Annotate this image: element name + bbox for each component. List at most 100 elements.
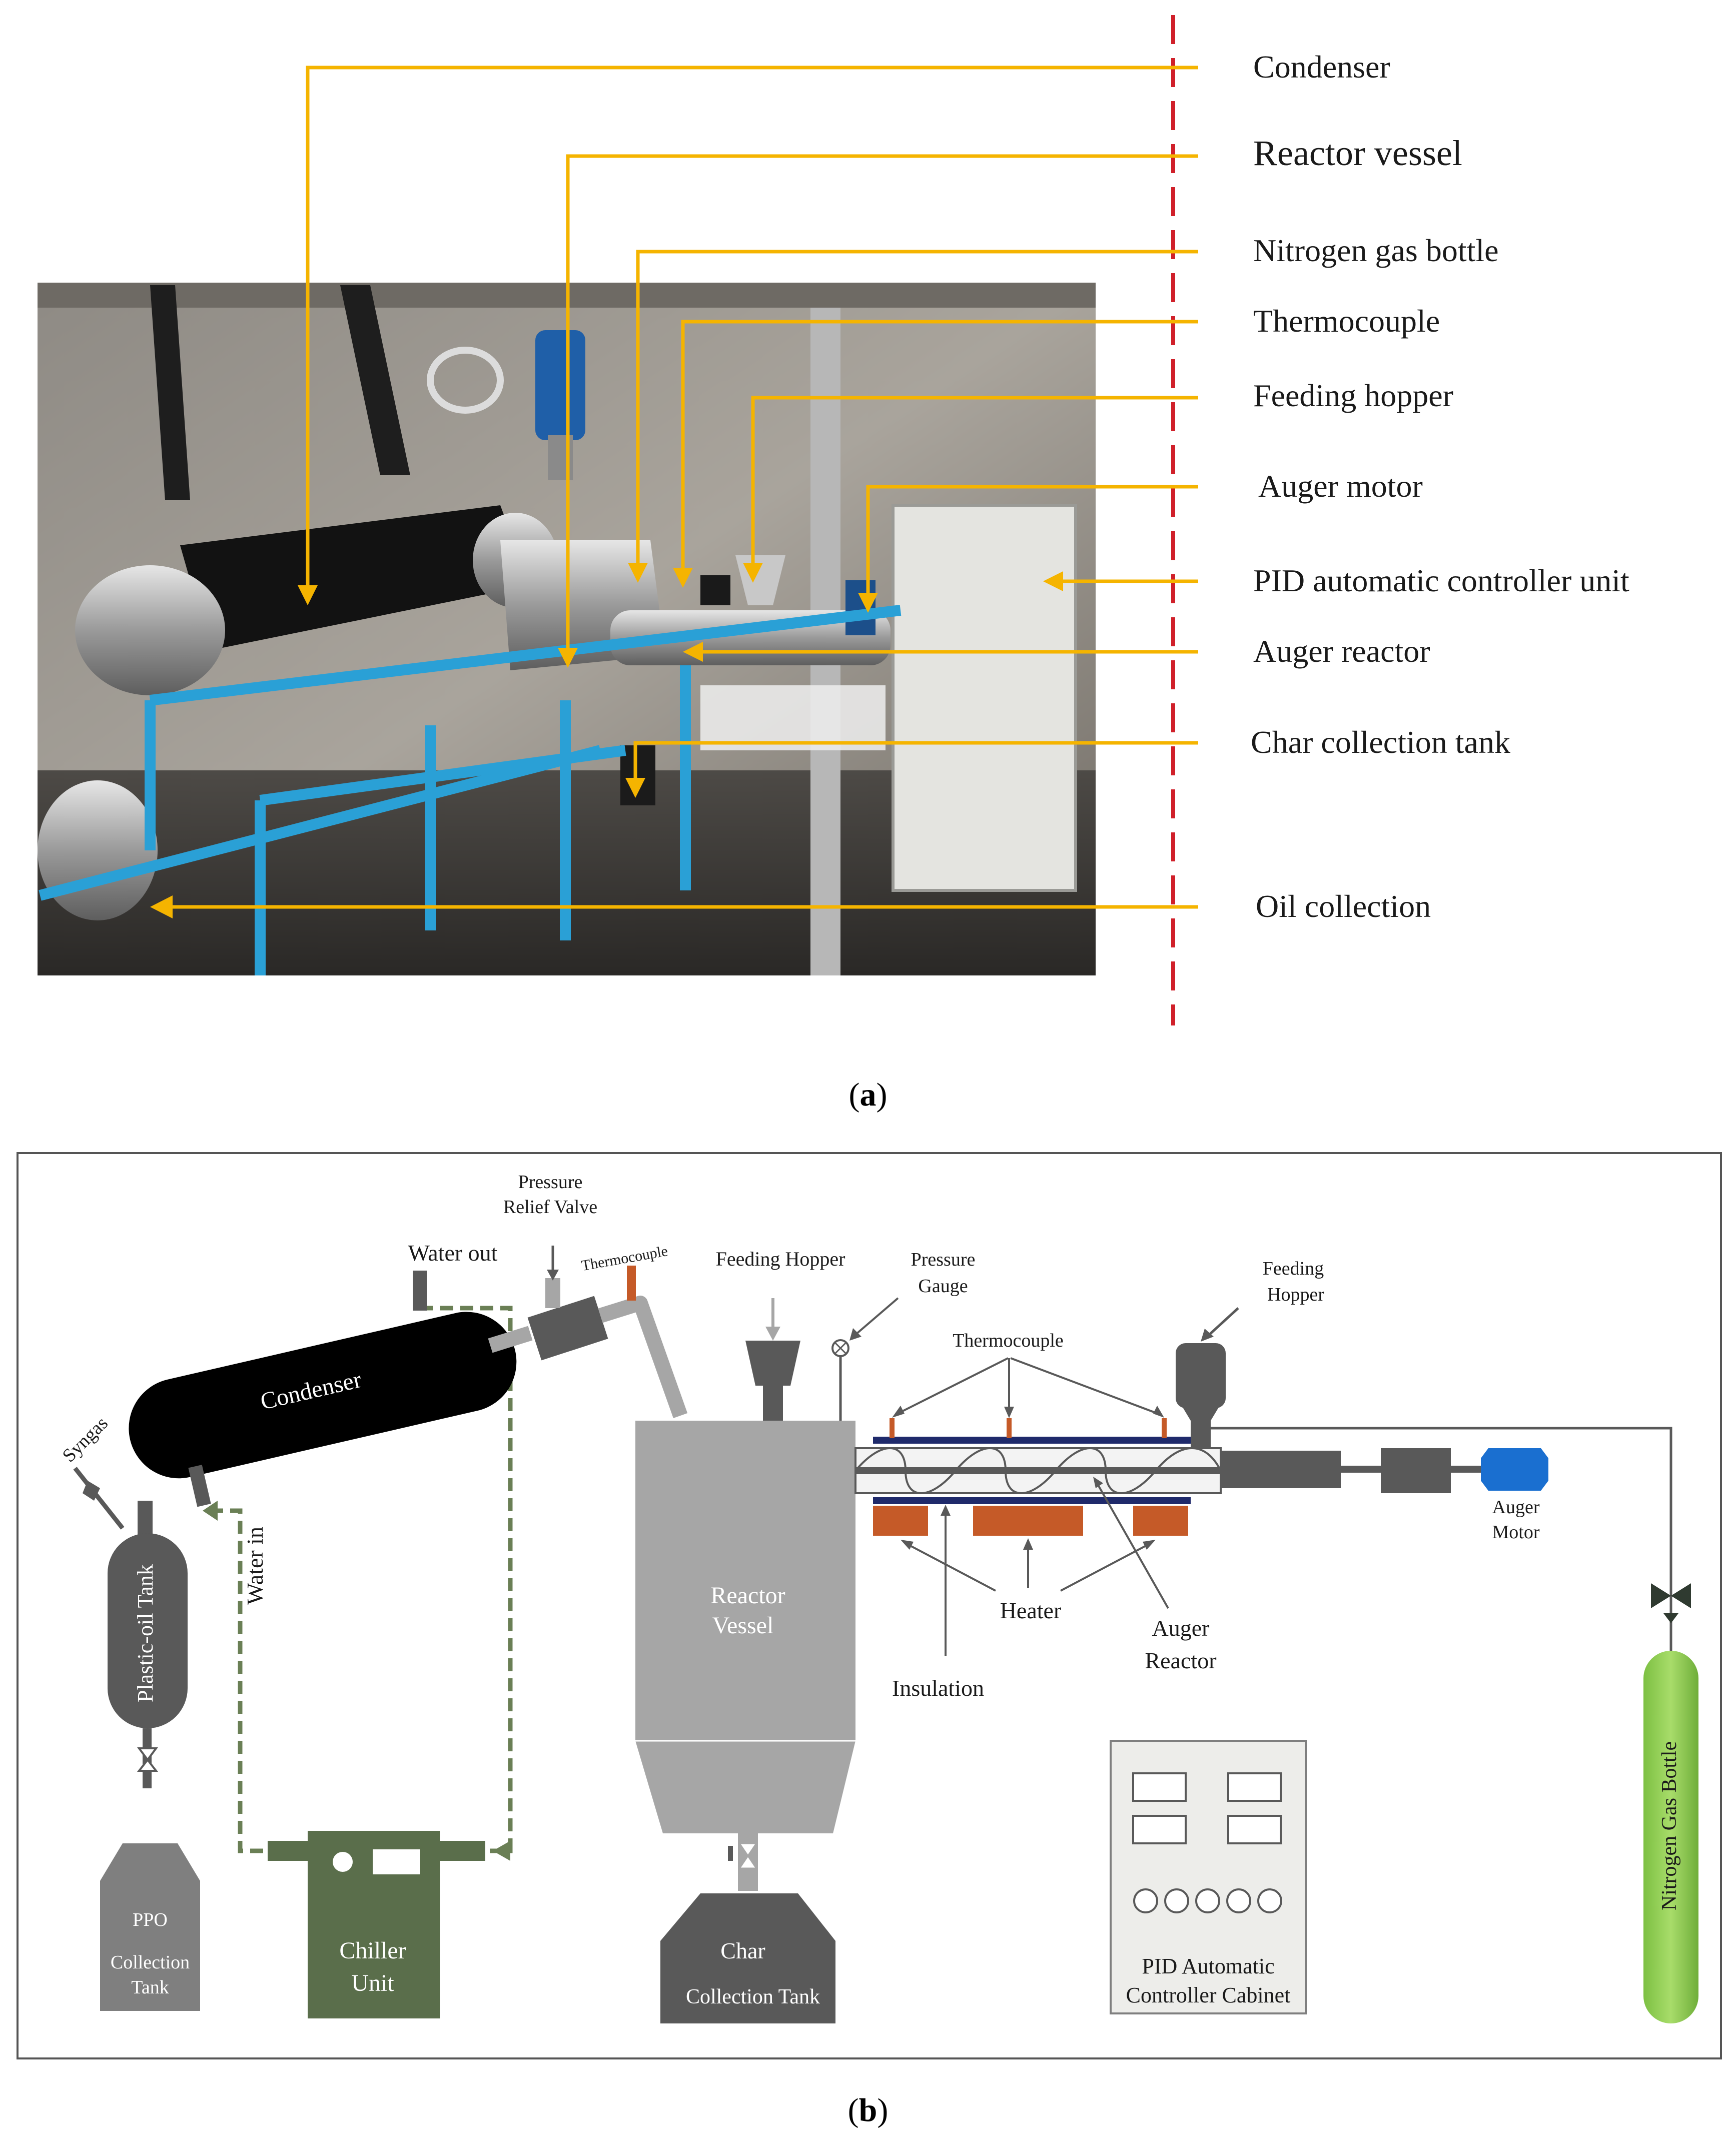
insulation-top [873,1437,1191,1444]
left-hopper-neck [763,1386,783,1421]
syngas-pipe [73,1467,125,1530]
thermocouple-pointers [895,1357,1161,1416]
right-hopper-pointer [1207,1307,1239,1337]
char-label-2: Collection Tank [686,1985,820,2008]
thermocouple-probe-2 [1007,1418,1012,1438]
thermocouple-probe-1 [890,1418,895,1438]
pid-button-4 [1226,1888,1251,1913]
pid-display-3 [1132,1815,1187,1844]
gearbox [1221,1451,1341,1488]
blue-motor [535,330,585,440]
label-reactor-vessel: Reactor vessel [1253,133,1462,173]
chiller-label-1: Chiller [339,1937,406,1964]
label-thermocouple: Thermocouple [1253,303,1440,339]
arrowhead-reactor-vessel [558,648,578,668]
caption-b: (b) [848,2092,889,2128]
label-feeding-hopper: Feeding hopper [1253,378,1453,413]
char-collection-tank [660,1893,835,2023]
ppo-label-2: Collection [111,1952,190,1973]
drain-valve-bottom [137,1758,159,1772]
left-feeding-hopper [745,1341,800,1386]
exhaust-hose-2 [340,285,410,475]
pressure-gauge-label-2: Gauge [918,1276,968,1297]
pid-button-5 [1257,1888,1282,1913]
char-valve-top [738,1842,758,1857]
heater-2 [973,1506,1083,1536]
pressure-relief-valve [527,1296,608,1361]
ppo-label-1: PPO [133,1909,168,1930]
auger-screw [854,1447,1222,1494]
leader-reactor-vessel [566,154,1198,655]
pressure-gauge-label-1: Pressure [911,1249,976,1270]
left-hopper-arrowhead [765,1327,780,1341]
label-char-collection-tank: Char collection tank [1251,724,1510,760]
label-oil-collection: Oil collection [1256,888,1431,924]
exhaust-hose-1 [150,285,190,500]
callout-labels: Condenser Reactor vessel Nitrogen gas bo… [1251,49,1629,924]
photo-char-tank [620,745,655,805]
right-hopper-neck [1191,1418,1211,1448]
chiller-inlet-stub [268,1841,313,1861]
arrowhead-condenser [298,585,318,605]
water-out-label: Water out [408,1240,498,1266]
label-auger-reactor: Auger reactor [1253,633,1430,669]
relief-valve-stem [545,1278,560,1308]
heater-label: Heater [1000,1598,1062,1623]
photo-oil-collection [38,780,158,920]
photo-terminal-strip [700,685,886,750]
arrowhead-thermocouple [673,568,693,588]
right-feeding-hopper-label-1: Feeding [1263,1258,1324,1279]
photo-condenser [180,505,530,650]
condenser-end-cap [75,565,225,695]
label-condenser: Condenser [1253,49,1390,85]
nitrogen-valve-right [1671,1583,1691,1608]
pid-label-1: PID Automatic [1142,1954,1274,1978]
heater-3 [1133,1506,1188,1536]
auger-motor [1481,1448,1548,1491]
pid-button-3 [1195,1888,1220,1913]
pid-buttons [1133,1888,1282,1913]
leader-auger-motor [866,485,1198,600]
auger-motor-label-1: Auger [1492,1497,1540,1518]
arrowhead-oil-collection [150,895,173,918]
photo-auger-motor [845,580,876,635]
right-feeding-hopper-label-2: Hopper [1267,1284,1324,1305]
arrowhead-nitrogen [628,563,648,583]
white-hose [427,347,504,414]
callout-arrowheads [150,563,1063,918]
reactor-vessel-label-1: Reactor [710,1582,785,1609]
relief-valve-arrowhead [547,1270,559,1281]
label-nitrogen-gas-bottle: Nitrogen gas bottle [1253,233,1499,268]
photo-pid-cabinet [892,504,1077,892]
insulation-bottom [873,1497,1191,1504]
water-in-arrow [203,1501,218,1521]
nitrogen-valve-left [1651,1583,1671,1608]
char-valve-handle [728,1846,733,1861]
drain-valve-top [137,1747,158,1762]
pressure-relief-label-2: Relief Valve [503,1197,597,1218]
leader-nitrogen-gas-bottle [636,250,1198,570]
arrowhead-feeding-hopper [743,563,763,583]
condenser-shape [129,1312,517,1479]
leader-thermocouple [681,320,1198,575]
right-feeding-hopper [1176,1343,1226,1408]
syngas-valve [83,1481,100,1501]
reactor-vessel [635,1421,855,1833]
plastic-oil-tank-label: Plastic-oil Tank [133,1564,158,1702]
photo-thermocouple-box [700,575,730,605]
nitrogen-gas-bottle [1643,1651,1698,2023]
auger-reactor-label-1: Auger [1152,1615,1210,1641]
chiller-indicator [333,1852,353,1872]
leader-feeding-hopper [751,396,1198,570]
thermocouple-probe-top [627,1266,636,1301]
left-feeding-hopper-label: Feeding Hopper [716,1248,845,1270]
callout-leaders [170,66,1198,909]
leader-condenser [306,66,1198,593]
condenser-outlet-pipe [488,1326,533,1353]
arrowhead-auger-motor [858,593,878,613]
chiller-label-2: Unit [351,1970,394,1996]
chiller-outlet-stub [440,1841,485,1861]
water-in-pipe [188,1465,211,1507]
plastic-oil-tank [108,1533,188,1728]
